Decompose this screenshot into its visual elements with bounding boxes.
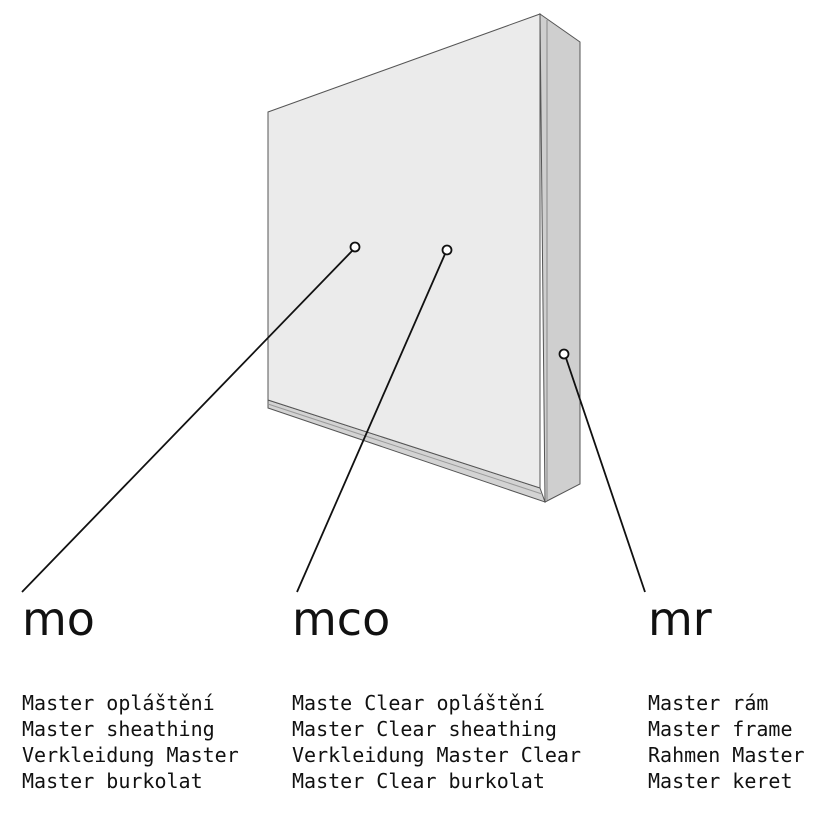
marker-mr <box>558 348 570 360</box>
callout-names-mr: Master rám Master frame Rahmen Master Ma… <box>648 690 805 794</box>
name-cz: Master rám <box>648 691 769 715</box>
name-de: Verkleidung Master <box>22 743 239 767</box>
name-en: Master frame <box>648 717 793 741</box>
callout-code-mo: mo <box>22 592 95 646</box>
name-cz: Maste Clear opláštění <box>292 691 545 715</box>
name-en: Master Clear sheathing <box>292 717 557 741</box>
name-cz: Master opláštění <box>22 691 215 715</box>
callout-code-mco: mco <box>292 592 391 646</box>
marker-mco <box>441 244 453 256</box>
callout-code-mr: mr <box>648 592 712 646</box>
name-de: Verkleidung Master Clear <box>292 743 581 767</box>
name-hu: Master keret <box>648 769 793 793</box>
name-hu: Master burkolat <box>22 769 203 793</box>
name-en: Master sheathing <box>22 717 215 741</box>
callout-names-mco: Maste Clear opláštění Master Clear sheat… <box>292 690 581 794</box>
leader-line-mr <box>565 357 646 593</box>
panel-bottom-edge-line <box>267 403 543 495</box>
leader-line-mo <box>21 250 353 593</box>
panel-front-face <box>267 13 541 489</box>
marker-mo <box>349 241 361 253</box>
leader-line-mco <box>296 253 446 593</box>
name-de: Rahmen Master <box>648 743 805 767</box>
panel-side-frame <box>539 13 581 503</box>
callout-names-mo: Master opláštění Master sheathing Verkle… <box>22 690 239 794</box>
name-hu: Master Clear burkolat <box>292 769 545 793</box>
